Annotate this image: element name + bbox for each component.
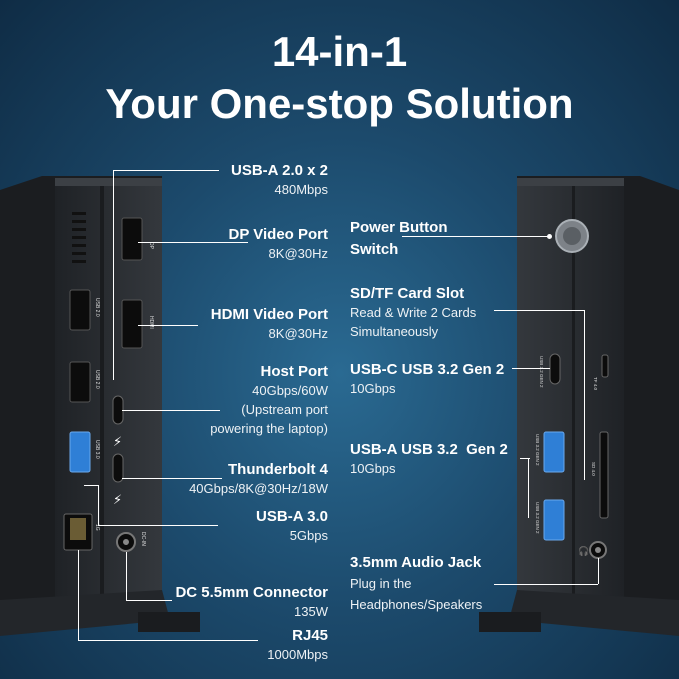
label-audio-sub-2: Headphones/Speakers: [350, 597, 483, 612]
headline-line-2: Your One-stop Solution: [105, 80, 574, 127]
connector-usba: [520, 458, 530, 459]
dp-port-graphic: [121, 217, 143, 261]
connector-usba-v: [528, 458, 529, 518]
label-tb4-title: Thunderbolt 4: [228, 461, 328, 478]
left-device: DP HDMI USB 2.0 USB 2.0 USB 3.0 ⚡ ⚡ 1G D…: [0, 176, 200, 636]
label-dc: DC 5.5mm Connector 135W: [175, 584, 328, 621]
usb20-port-1-label: USB 2.0: [94, 298, 100, 317]
label-usba-title: USB-A USB 3.2 Gen 2: [350, 441, 508, 458]
usb20-port-2-label: USB 2.0: [94, 370, 100, 389]
connector-usb30: [84, 485, 98, 486]
connector-rj45: [78, 640, 258, 641]
tf-slot-graphic: [601, 354, 609, 378]
label-host-sub-2: (Upstream port: [241, 402, 328, 417]
sd-slot-graphic: [599, 431, 609, 519]
label-host: Host Port 40Gbps/60W (Upstream port powe…: [210, 363, 328, 438]
usbc-port-graphic: [549, 353, 561, 385]
label-power-title-2: Switch: [350, 241, 399, 258]
label-power-title: Power Button: [350, 219, 448, 236]
label-usba-sub: 10Gbps: [350, 461, 396, 476]
connector-sd: [494, 310, 584, 311]
connector-usb30-drop: [98, 485, 99, 525]
label-usba: USB-A USB 3.2 Gen 2 10Gbps: [350, 441, 508, 478]
label-rj45: RJ45 1000Mbps: [267, 627, 328, 664]
label-dc-title: DC 5.5mm Connector: [175, 584, 328, 601]
connector-dc-drop: [126, 552, 127, 600]
connector-rj45-drop: [78, 550, 79, 640]
rj45-port-label: 1G: [94, 524, 100, 531]
label-host-sub-3: powering the laptop): [210, 421, 328, 436]
label-dp-sub: 8K@30Hz: [268, 246, 328, 261]
connector-usbc: [512, 368, 550, 369]
connector-dc: [126, 600, 172, 601]
usbc-port-label: USB 3.2 GEN 2: [539, 356, 544, 388]
label-rj45-sub: 1000Mbps: [267, 647, 328, 662]
usba-port-2-graphic: [543, 499, 565, 541]
label-usb20-sub: 480Mbps: [274, 182, 328, 197]
right-device: USB 3.2 GEN 2 TF 4.0 USB 3.2 GEN 2 SD 4.…: [479, 176, 679, 636]
label-dp-title: DP Video Port: [228, 226, 328, 243]
label-sd-sub-2: Simultaneously: [350, 324, 439, 339]
connector-usb20: [113, 170, 219, 171]
label-tb4: Thunderbolt 4 40Gbps/8K@30Hz/18W: [189, 461, 328, 498]
usba-port-1-graphic: [543, 431, 565, 473]
label-usb20-title: USB-A 2.0 x 2: [231, 162, 328, 179]
label-usbc-sub: 10Gbps: [350, 381, 396, 396]
label-dc-sub: 135W: [294, 604, 328, 619]
connector-hdmi: [138, 325, 198, 326]
sd-slot-label: SD 4.0: [591, 462, 596, 476]
hdmi-port-label: HDMI: [148, 316, 154, 329]
label-audio: 3.5mm Audio Jack Plug in the Headphones/…: [350, 554, 482, 614]
label-sd-sub-1: Read & Write 2 Cards: [350, 305, 477, 320]
thunderbolt-icon-2: ⚡: [113, 493, 122, 508]
label-power: Power Button Switch: [350, 219, 448, 259]
connector-host: [122, 410, 220, 411]
hdmi-port-graphic: [121, 299, 143, 349]
connector-dp: [138, 242, 248, 243]
usb30-port-label: USB 3.0: [94, 440, 100, 459]
usb30-port-graphic: [69, 431, 91, 473]
usba-port-1-label: USB 3.2 GEN 2: [535, 434, 540, 466]
label-usb30: USB-A 3.0 5Gbps: [256, 508, 328, 545]
label-usb20: USB-A 2.0 x 2 480Mbps: [231, 162, 328, 199]
connector-tb4: [122, 478, 222, 479]
label-usbc-title: USB-C USB 3.2 Gen 2: [350, 361, 505, 378]
label-rj45-title: RJ45: [292, 627, 328, 644]
label-usbc: USB-C USB 3.2 Gen 2 10Gbps: [350, 361, 504, 398]
usba-port-2-label: USB 3.2 GEN 2: [535, 502, 540, 534]
label-usb30-title: USB-A 3.0: [256, 508, 328, 525]
dc-port-label: DC-IN: [140, 532, 146, 546]
label-audio-title: 3.5mm Audio Jack: [350, 554, 482, 571]
headphone-icon: 🎧: [578, 545, 589, 557]
tf-slot-label: TF 4.0: [593, 377, 598, 391]
dp-port-label: DP: [148, 242, 154, 250]
thunderbolt-icon-1: ⚡: [113, 435, 122, 450]
label-host-sub-1: 40Gbps/60W: [252, 383, 328, 398]
label-host-title: Host Port: [260, 363, 329, 380]
connector-sd-drop: [584, 310, 585, 480]
headline-line-1: 14-in-1: [271, 28, 408, 75]
connector-power-dot: [547, 234, 552, 239]
label-hdmi-sub: 8K@30Hz: [268, 326, 328, 341]
label-hdmi: HDMI Video Port 8K@30Hz: [211, 306, 328, 343]
connector-usb20-drop: [113, 170, 114, 380]
usb20-port-2-graphic: [69, 361, 91, 403]
connector-usb30-h: [98, 525, 218, 526]
connector-audio-v: [598, 558, 599, 584]
label-dp: DP Video Port 8K@30Hz: [229, 226, 328, 263]
label-usb30-sub: 5Gbps: [289, 528, 328, 543]
thunderbolt-port-graphic: [112, 453, 124, 483]
connector-audio: [494, 584, 598, 585]
connector-power: [402, 236, 550, 237]
label-audio-sub-1: Plug in the: [350, 576, 412, 591]
label-hdmi-title: HDMI Video Port: [210, 306, 328, 323]
usb20-port-1-graphic: [69, 289, 91, 331]
label-sd-title: SD/TF Card Slot: [350, 285, 465, 302]
label-sd: SD/TF Card Slot Read & Write 2 Cards Sim…: [350, 285, 476, 341]
label-tb4-sub: 40Gbps/8K@30Hz/18W: [189, 481, 328, 496]
vent-slots: [72, 212, 86, 263]
